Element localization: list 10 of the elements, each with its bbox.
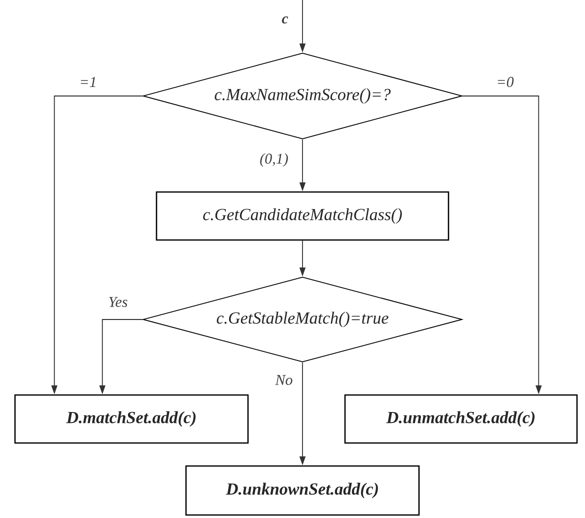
edge-label: =0 [495,76,515,88]
process-box: D.matchSet.add(c) [14,394,249,444]
edge-label: c [280,15,290,25]
process-box: c.GetCandidateMatchClass() [156,191,450,241]
edge-label: (0,1) [258,152,290,168]
edge-label: Yes [107,296,129,308]
edge-label: No [274,374,294,386]
edge-label: =1 [78,76,98,88]
process-box: D.unmatchSet.add(c) [344,394,578,444]
process-box: D.unknownSet.add(c) [185,465,420,516]
